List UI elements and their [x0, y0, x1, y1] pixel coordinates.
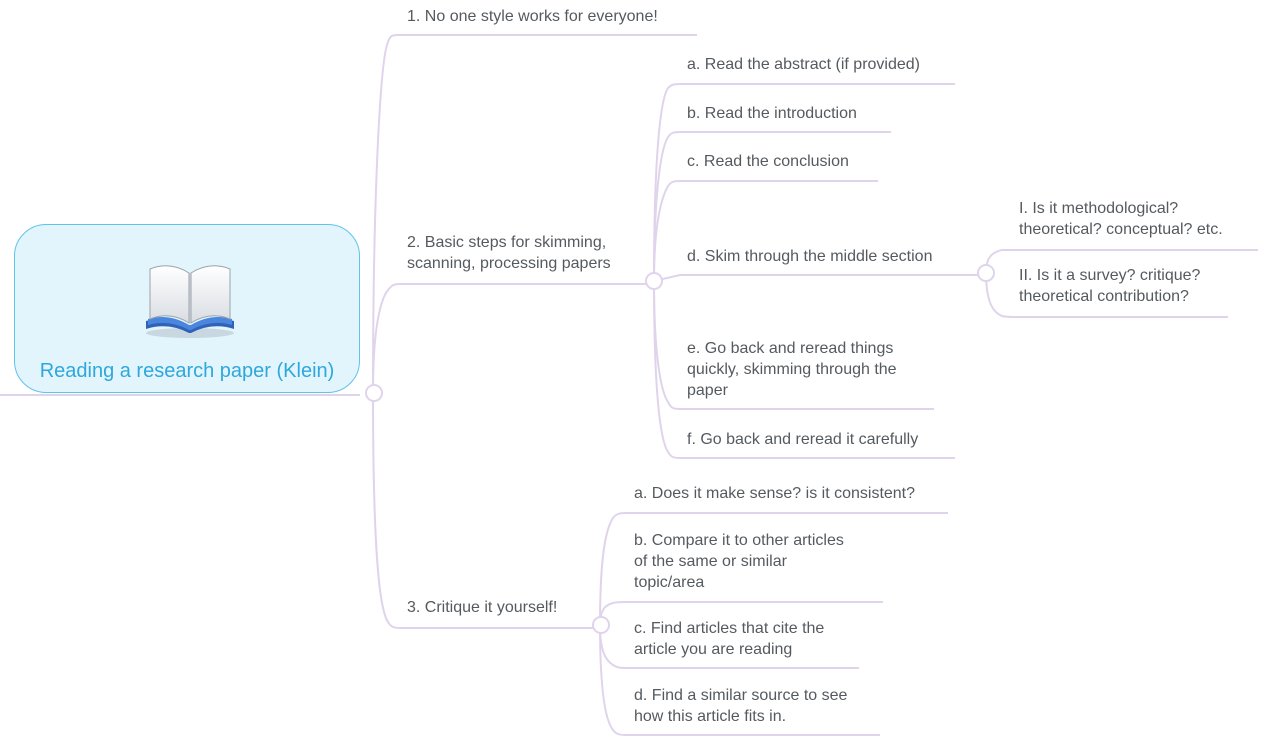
connector-b2 — [372, 283, 654, 393]
branch2-collapse-toggle[interactable] — [645, 272, 663, 290]
branch-3d-label[interactable]: d. Find a similar source to see how this… — [634, 687, 848, 725]
connector-b3d — [599, 624, 880, 736]
connector-b3a — [599, 512, 948, 626]
branch3-collapse-toggle[interactable] — [592, 616, 610, 634]
connector-b3 — [372, 391, 600, 629]
branch-2-label[interactable]: 2. Basic steps for skimming, scanning, p… — [407, 234, 611, 272]
connector-b2d-ii — [985, 271, 1228, 318]
connector-b2c — [653, 180, 878, 282]
branch2d-collapse-toggle[interactable] — [977, 264, 995, 282]
connector-b2a — [653, 83, 955, 282]
branch-2e-label[interactable]: e. Go back and reread things quickly, sk… — [687, 340, 897, 399]
connector-b2d — [653, 274, 985, 282]
branch-2b-label[interactable]: b. Read the introduction — [687, 105, 857, 122]
branch-2d-i-label[interactable]: I. Is it methodological? theoretical? co… — [1019, 200, 1223, 238]
root-collapse-toggle[interactable] — [365, 384, 383, 402]
branch-2c-label[interactable]: c. Read the conclusion — [687, 153, 849, 170]
branch-3c-label[interactable]: c. Find articles that cite the article y… — [634, 620, 825, 658]
branch-3b-label[interactable]: b. Compare it to other articles of the s… — [634, 532, 844, 591]
branch-2d-ii-label[interactable]: II. Is it a survey? critique? theoretica… — [1019, 267, 1201, 305]
root-title: Reading a research paper (Klein) — [39, 360, 335, 382]
root-topic[interactable]: Reading a research paper (Klein) — [14, 224, 360, 393]
branch-2d-label[interactable]: d. Skim through the middle section — [687, 248, 933, 265]
branch-2a-label[interactable]: a. Read the abstract (if provided) — [687, 56, 921, 73]
connector-b1 — [372, 34, 697, 393]
branch-3-label[interactable]: 3. Critique it yourself! — [407, 599, 558, 616]
open-book-icon — [146, 265, 234, 338]
connector-b2b — [653, 131, 891, 282]
connector-b3c — [599, 624, 859, 669]
connector-b2f — [653, 280, 955, 459]
branch-2f-label[interactable]: f. Go back and reread it carefully — [687, 431, 919, 448]
branch-1-label[interactable]: 1. No one style works for everyone! — [407, 8, 658, 25]
branch-3a-label[interactable]: a. Does it make sense? is it consistent? — [634, 485, 916, 502]
connector-b3b — [599, 601, 883, 626]
